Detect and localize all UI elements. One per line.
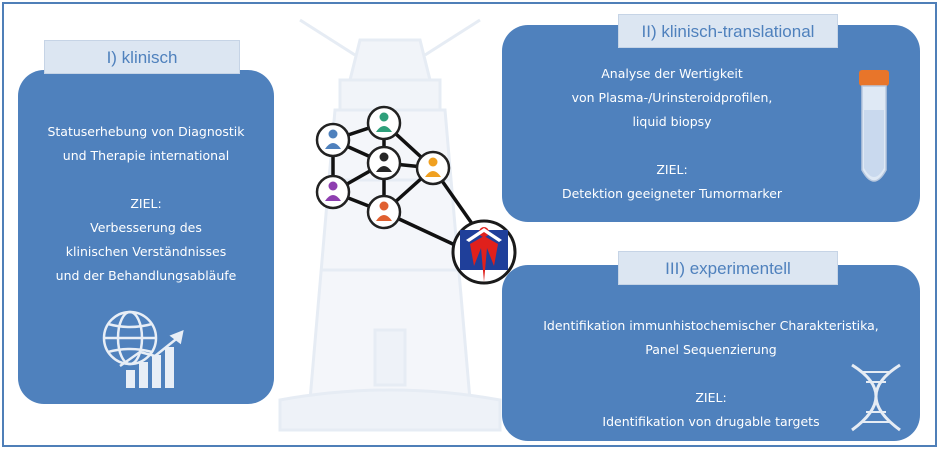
experimental-text: Identifikation immunhistochemischer Char…: [502, 314, 920, 434]
person-icon-blue: [325, 129, 341, 149]
experimental-line2: Panel Sequenzierung: [645, 342, 777, 357]
translational-title: II) klinisch-translational: [618, 14, 838, 48]
test-tube-icon: [859, 70, 889, 182]
translational-line2: von Plasma-/Urinsteroidprofilen,: [571, 90, 773, 105]
person-icon-black: [376, 152, 392, 172]
globe-growth-chart-icon: [102, 310, 184, 388]
translational-text: Analyse der Wertigkeit von Plasma-/Urins…: [502, 62, 842, 206]
translational-line1: Analyse der Wertigkeit: [601, 66, 743, 81]
clinical-goal2: klinischen Verständnisses: [65, 244, 227, 259]
clinical-goal1: Verbesserung des: [90, 220, 202, 235]
dna-helix-icon: [851, 363, 901, 432]
person-icon-purple: [325, 181, 341, 201]
person-network-icon: [315, 105, 482, 254]
clinical-text: Statuserhebung von Diagnostik und Therap…: [18, 120, 274, 288]
organization-logo: [451, 219, 517, 285]
person-icon-red: [376, 201, 392, 221]
translational-line3: liquid biopsy: [632, 114, 712, 129]
person-icon-orange: [425, 157, 441, 177]
experimental-title: III) experimentell: [618, 251, 838, 285]
clinical-goal-label: ZIEL:: [130, 196, 162, 211]
experimental-goal-label: ZIEL:: [695, 390, 727, 405]
clinical-line1: Statuserhebung von Diagnostik: [47, 124, 245, 139]
experimental-panel: [502, 265, 920, 441]
clinical-panel: [18, 70, 274, 404]
clinical-goal3: und der Behandlungsabläufe: [55, 268, 237, 283]
clinical-line2: und Therapie international: [62, 148, 230, 163]
translational-panel: [502, 25, 920, 222]
clinical-title: I) klinisch: [44, 40, 240, 74]
translational-goal-label: ZIEL:: [656, 162, 688, 177]
experimental-goal1: Identifikation von drugable targets: [602, 414, 820, 429]
experimental-line1: Identifikation immunhistochemischer Char…: [543, 318, 879, 333]
person-icon-green: [376, 112, 392, 132]
translational-goal1: Detektion geeigneter Tumormarker: [561, 186, 783, 201]
